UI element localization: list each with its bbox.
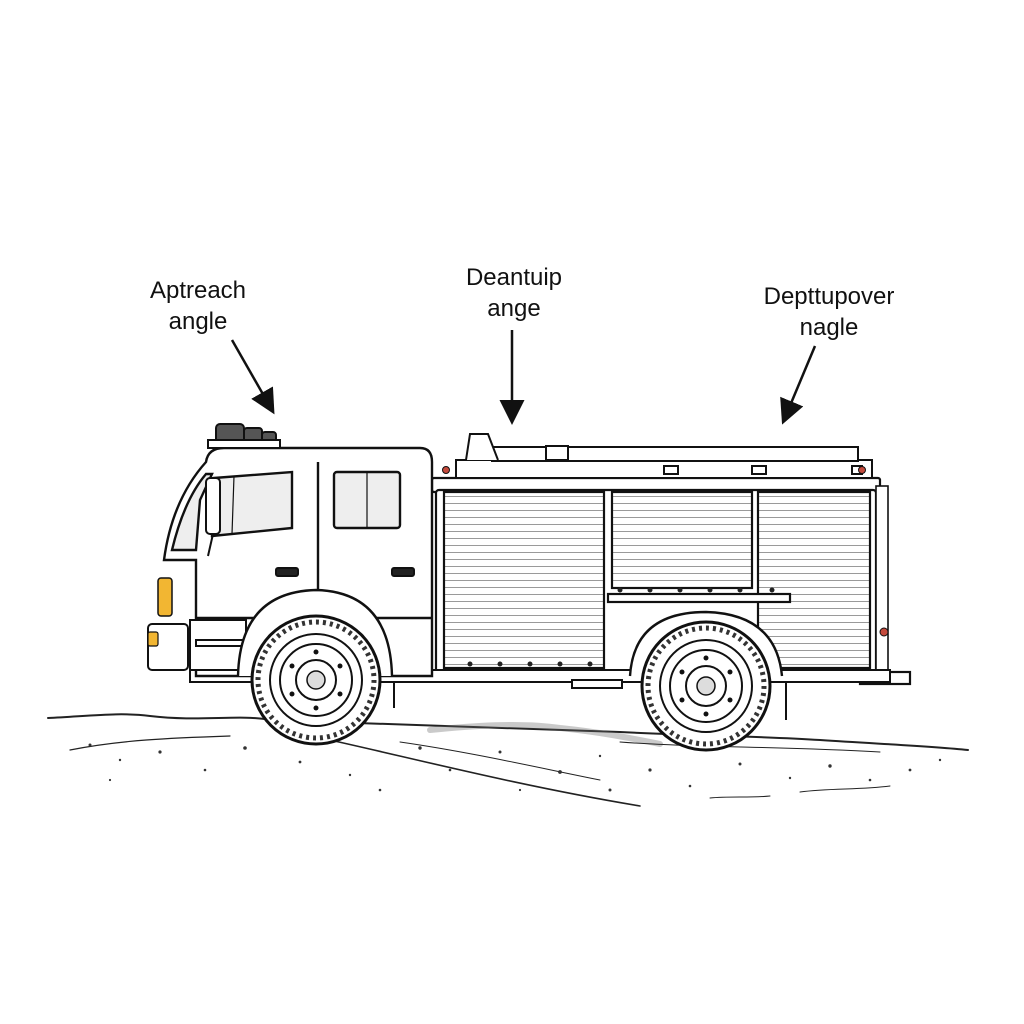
front-bumper — [147, 623, 189, 671]
shutter-door-3 — [756, 490, 872, 670]
side-mirror — [205, 477, 221, 535]
shutter-door-1 — [442, 490, 606, 670]
breakover-arrow — [780, 345, 817, 425]
approach-label-line-1: Aptreach — [149, 277, 247, 304]
departure-label-line-2: ange — [487, 295, 541, 322]
rear-body — [430, 476, 912, 686]
bumper-lamp — [147, 631, 159, 647]
departure-label-line-1: Deantuip — [465, 264, 563, 291]
approach-label-line-2: angle — [168, 308, 228, 335]
front-door-window — [210, 470, 294, 538]
roof-marker-right — [858, 466, 866, 474]
light-bar — [207, 423, 281, 449]
front-wheel — [250, 614, 382, 746]
breakover-angle-label: Depttupover nagle — [738, 281, 920, 343]
tail-light — [879, 627, 889, 637]
cab-windows — [170, 470, 402, 552]
ground-pebbles — [88, 743, 942, 792]
departure-angle-label: Deantuip ange — [446, 262, 582, 324]
breakover-label-line-1: Depttupover — [763, 283, 895, 310]
ground — [47, 713, 969, 807]
front-indicator-lamp — [157, 577, 173, 617]
windshield — [170, 472, 214, 552]
breakover-label-line-2: nagle — [799, 314, 859, 341]
approach-angle-label: Aptreach angle — [128, 275, 268, 337]
front-door-handle — [275, 567, 299, 577]
roof-equipment — [455, 433, 873, 479]
shutter-door-2 — [610, 490, 754, 590]
rear-door-handle — [391, 567, 415, 577]
rear-wheel — [640, 620, 772, 752]
rear-ladder — [875, 485, 889, 673]
body-rivets — [467, 587, 775, 667]
roof-marker-left — [442, 466, 450, 474]
approach-arrow — [230, 339, 275, 415]
